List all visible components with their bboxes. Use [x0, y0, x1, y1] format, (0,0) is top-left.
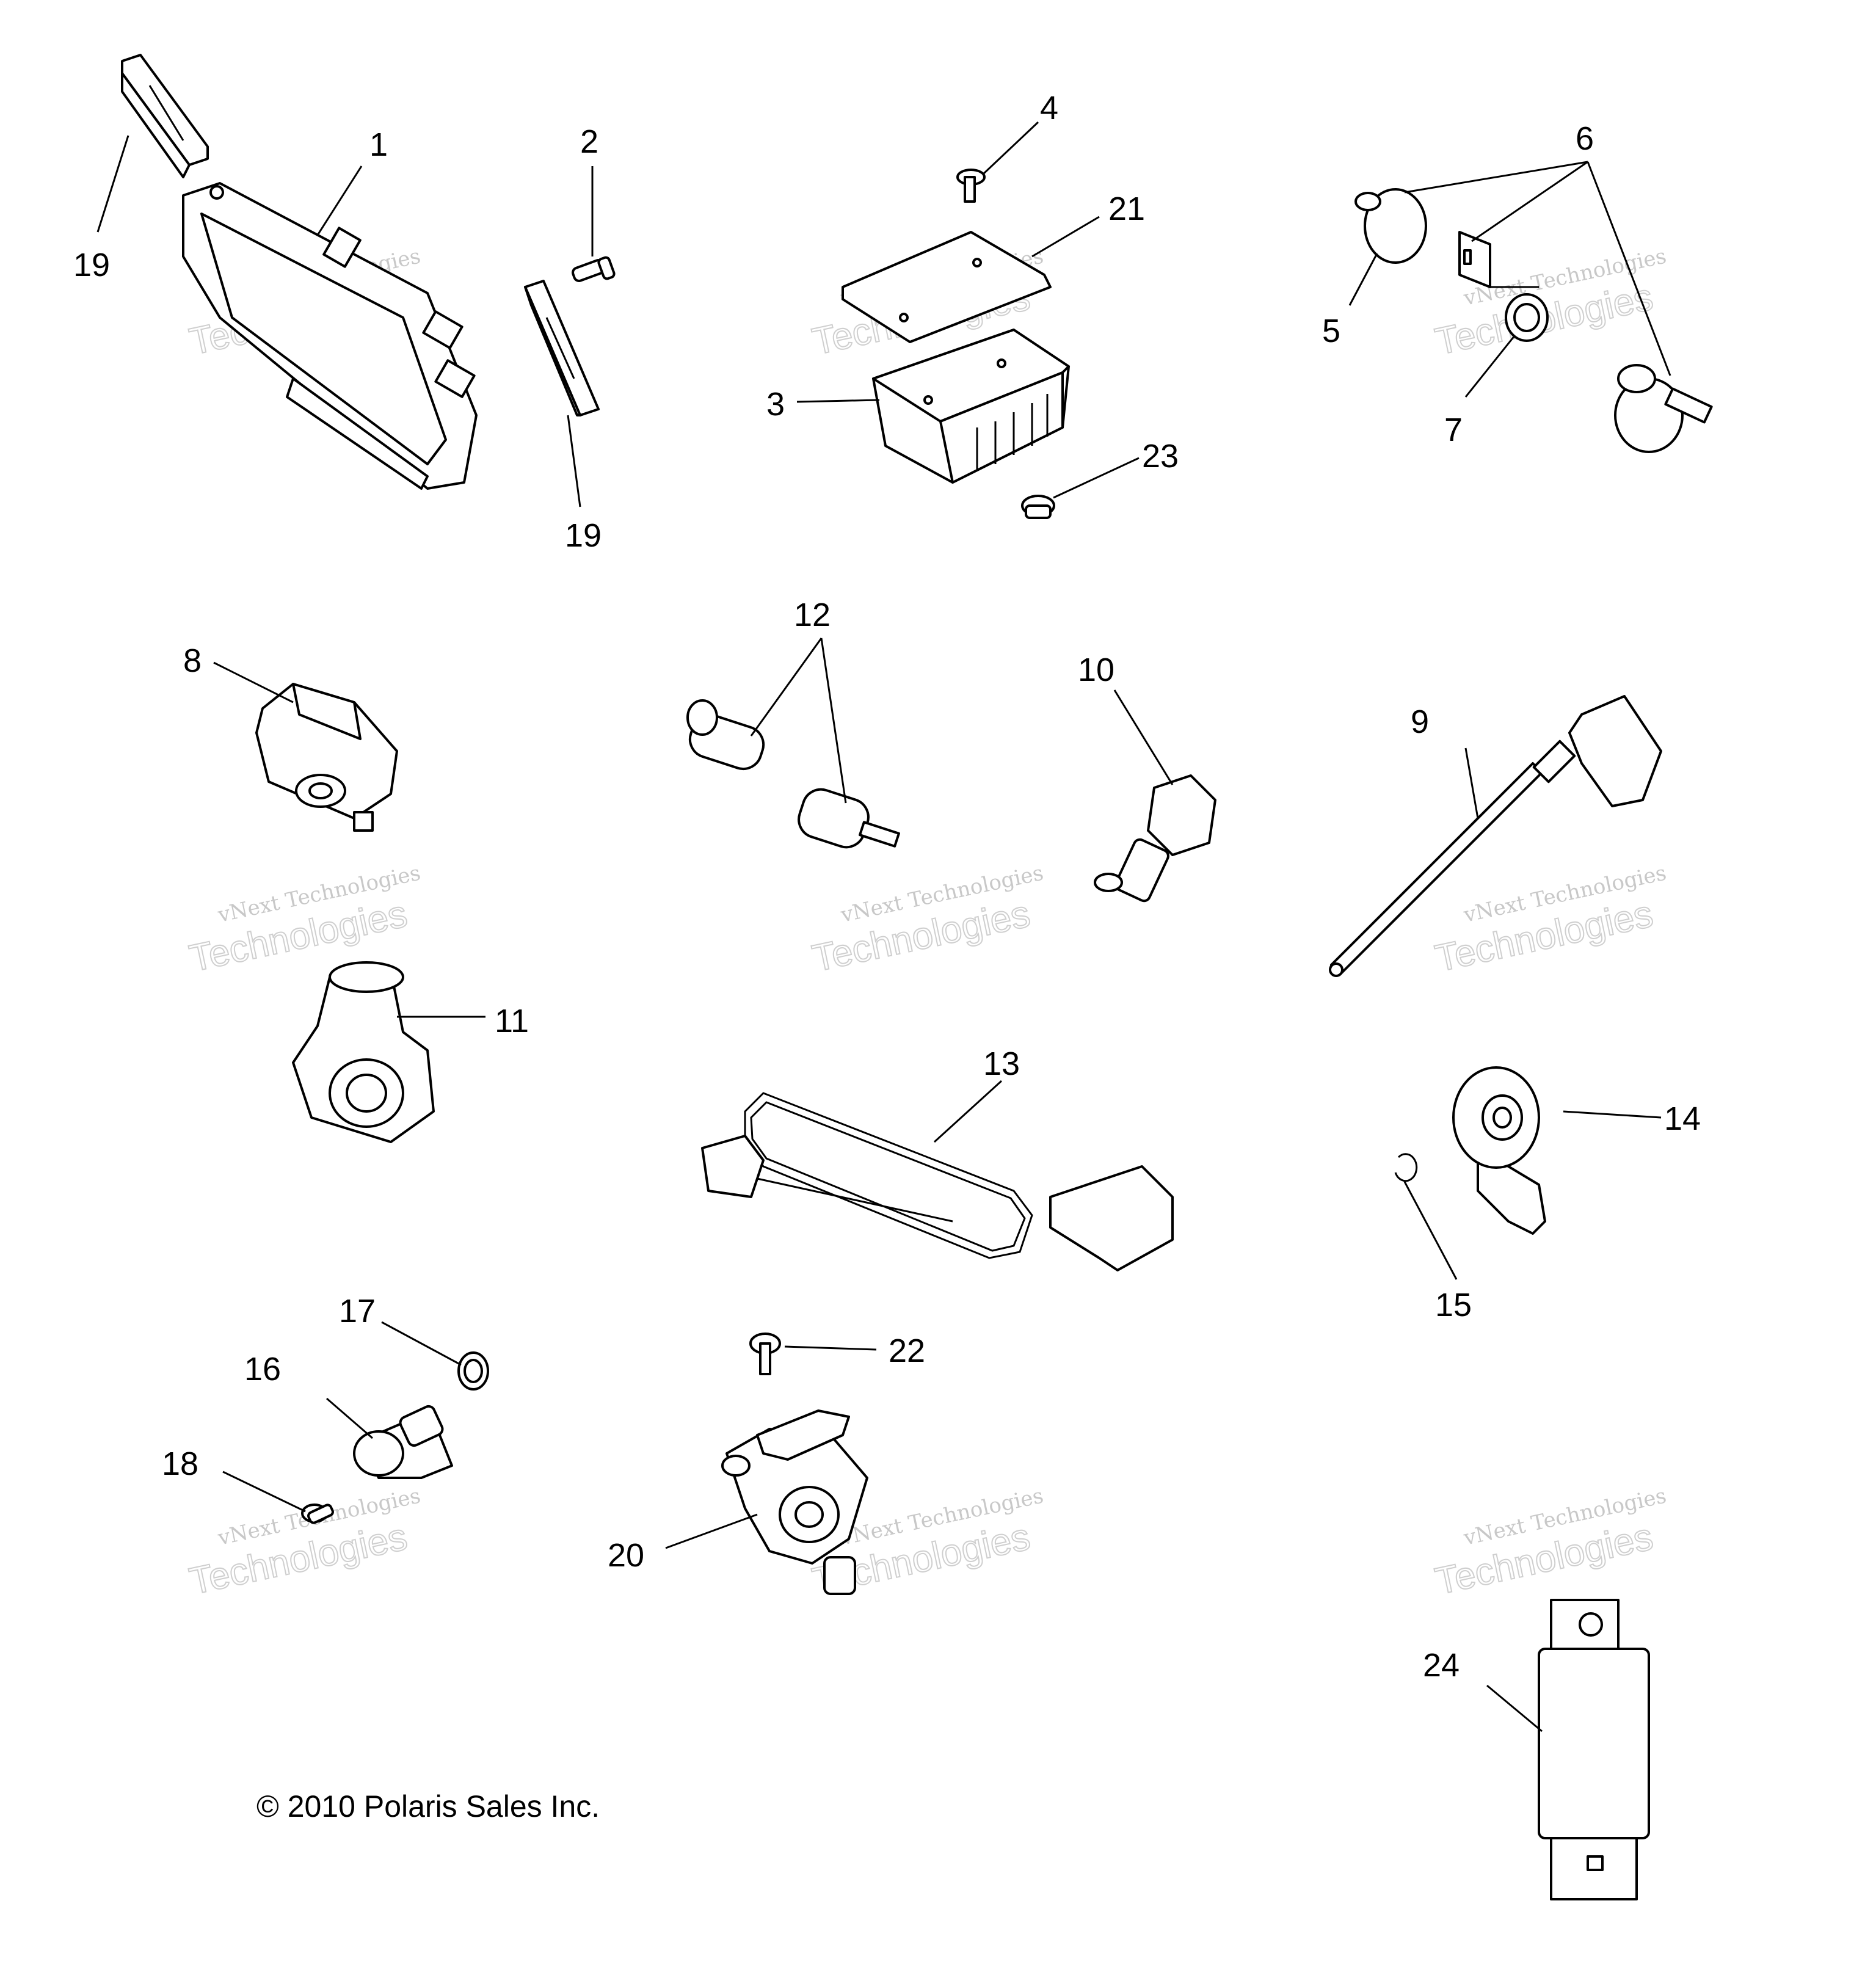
- part-18-bolt: [301, 1503, 334, 1524]
- leader-15: [1403, 1181, 1458, 1280]
- part-11-tps: [292, 961, 435, 1143]
- part-12-fuse-b: [798, 788, 900, 849]
- leader-3: [796, 399, 880, 403]
- leader-24: [1486, 1684, 1543, 1733]
- callout-22: 22: [889, 1333, 925, 1369]
- part-17-washer: [457, 1351, 489, 1391]
- callout-8: 8: [183, 642, 202, 679]
- part-4-screw: [956, 169, 986, 203]
- callout-18: 18: [162, 1445, 198, 1482]
- callout-labels: 1 2 3 4 5 6 7 8 9 10 11 12 13 14 15 16 1…: [73, 90, 1701, 1684]
- leader-6-a: [1404, 161, 1588, 194]
- leader-10: [1113, 689, 1174, 785]
- leader-8: [213, 661, 294, 704]
- callout-23: 23: [1142, 438, 1179, 475]
- callout-19-top: 19: [73, 247, 110, 283]
- leader-5: [1348, 253, 1378, 306]
- part-15-clip: [1394, 1153, 1418, 1182]
- leader-9: [1464, 747, 1479, 819]
- callout-2: 2: [580, 123, 598, 160]
- part-10-temp-sensor: [1094, 774, 1216, 903]
- part-2-bolt: [572, 256, 616, 282]
- part-16-speed-sensor: [353, 1405, 453, 1479]
- leader-14: [1563, 1110, 1662, 1119]
- leader-17: [381, 1321, 462, 1366]
- part-22-screw: [749, 1333, 781, 1375]
- leader-12-a: [750, 638, 823, 736]
- leader-4: [982, 121, 1039, 175]
- copyright-text: © 2010 Polaris Sales Inc.: [256, 1789, 600, 1823]
- callout-14: 14: [1664, 1100, 1701, 1137]
- callout-12: 12: [794, 597, 831, 633]
- part-24-relay: [1538, 1599, 1650, 1900]
- part-13-harness: [701, 1092, 1174, 1271]
- part-6-sensor: [1614, 364, 1713, 453]
- part-1-ecu: [182, 182, 478, 490]
- callout-10: 10: [1078, 652, 1114, 688]
- part-19-bracket-side: [524, 280, 600, 416]
- callout-21: 21: [1108, 191, 1145, 227]
- leader-1: [316, 165, 363, 236]
- part-14-knock-sensor: [1452, 1066, 1546, 1235]
- callout-17: 17: [339, 1293, 376, 1329]
- part-5-cap: [1354, 188, 1427, 264]
- leader-7: [1464, 335, 1516, 398]
- part-19-bracket-top: [121, 54, 209, 178]
- part-21-cover-plate: [842, 231, 1052, 343]
- callout-5: 5: [1322, 313, 1340, 349]
- leader-16: [326, 1397, 373, 1439]
- callout-7: 7: [1444, 412, 1463, 448]
- leader-lines: [96, 121, 1671, 1733]
- part-12-fuse-a: [686, 699, 765, 771]
- leader-6-b: [1471, 161, 1588, 242]
- leader-20: [665, 1513, 758, 1549]
- callout-15: 15: [1435, 1287, 1472, 1323]
- callout-16: 16: [244, 1351, 281, 1387]
- callout-24: 24: [1423, 1647, 1460, 1684]
- callout-1: 1: [369, 126, 388, 163]
- leader-23: [1053, 457, 1140, 499]
- leader-19-top: [96, 135, 129, 233]
- leader-22: [784, 1345, 877, 1351]
- callout-4: 4: [1040, 90, 1058, 126]
- callout-9: 9: [1411, 704, 1429, 740]
- callout-6: 6: [1576, 120, 1594, 157]
- callout-19-side: 19: [565, 517, 602, 554]
- leader-18: [222, 1471, 306, 1513]
- part-3-module: [872, 329, 1070, 484]
- leader-12-b: [820, 638, 847, 804]
- part-7-ring: [1505, 293, 1549, 342]
- leader-19-side: [567, 415, 581, 507]
- callout-11: 11: [495, 1003, 529, 1039]
- part-9-probe: [1329, 695, 1662, 977]
- callout-3: 3: [766, 386, 785, 423]
- part-20-valve: [721, 1409, 868, 1595]
- callout-20: 20: [608, 1537, 644, 1574]
- part-23-grommet: [1021, 495, 1055, 519]
- leader-21: [1031, 216, 1100, 258]
- part-8-map-sensor: [255, 683, 398, 832]
- callout-13: 13: [983, 1045, 1020, 1082]
- leader-13: [933, 1080, 1003, 1143]
- leader-6-c: [1587, 161, 1671, 376]
- part-6-tab: [1458, 231, 1539, 288]
